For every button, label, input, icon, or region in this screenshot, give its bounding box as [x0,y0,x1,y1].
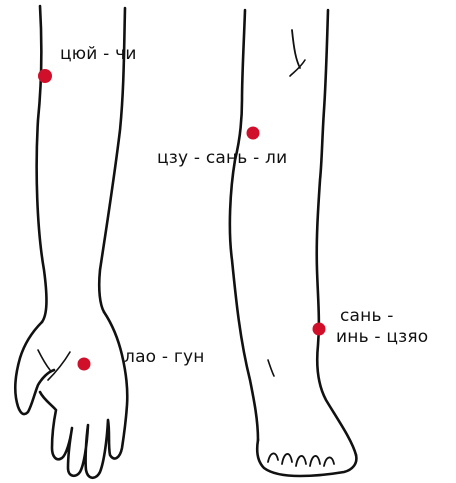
toes [268,453,334,466]
label-quchi: цюй - чи [60,44,137,64]
thumb-crease [48,352,70,380]
knee-line [292,30,300,68]
arm-outline-left [37,6,47,322]
leg-outline-left [230,10,258,440]
foot-outline [257,440,356,476]
ankle-line [268,360,274,376]
leg-outline-right [317,10,356,455]
label-laogong: лао - гун [124,347,205,367]
hand-outline [15,312,127,478]
point-quchi [38,69,52,83]
label-zusanli: цзу - сань - ли [157,148,287,168]
point-laogong [78,358,91,371]
palm-crease [38,350,50,370]
point-sanyinjiao [313,323,326,336]
label-sanyinjiao-line2: инь - цзяо [336,327,428,347]
label-sanyinjiao-line1: сань - [340,306,394,326]
point-zusanli [247,127,260,140]
